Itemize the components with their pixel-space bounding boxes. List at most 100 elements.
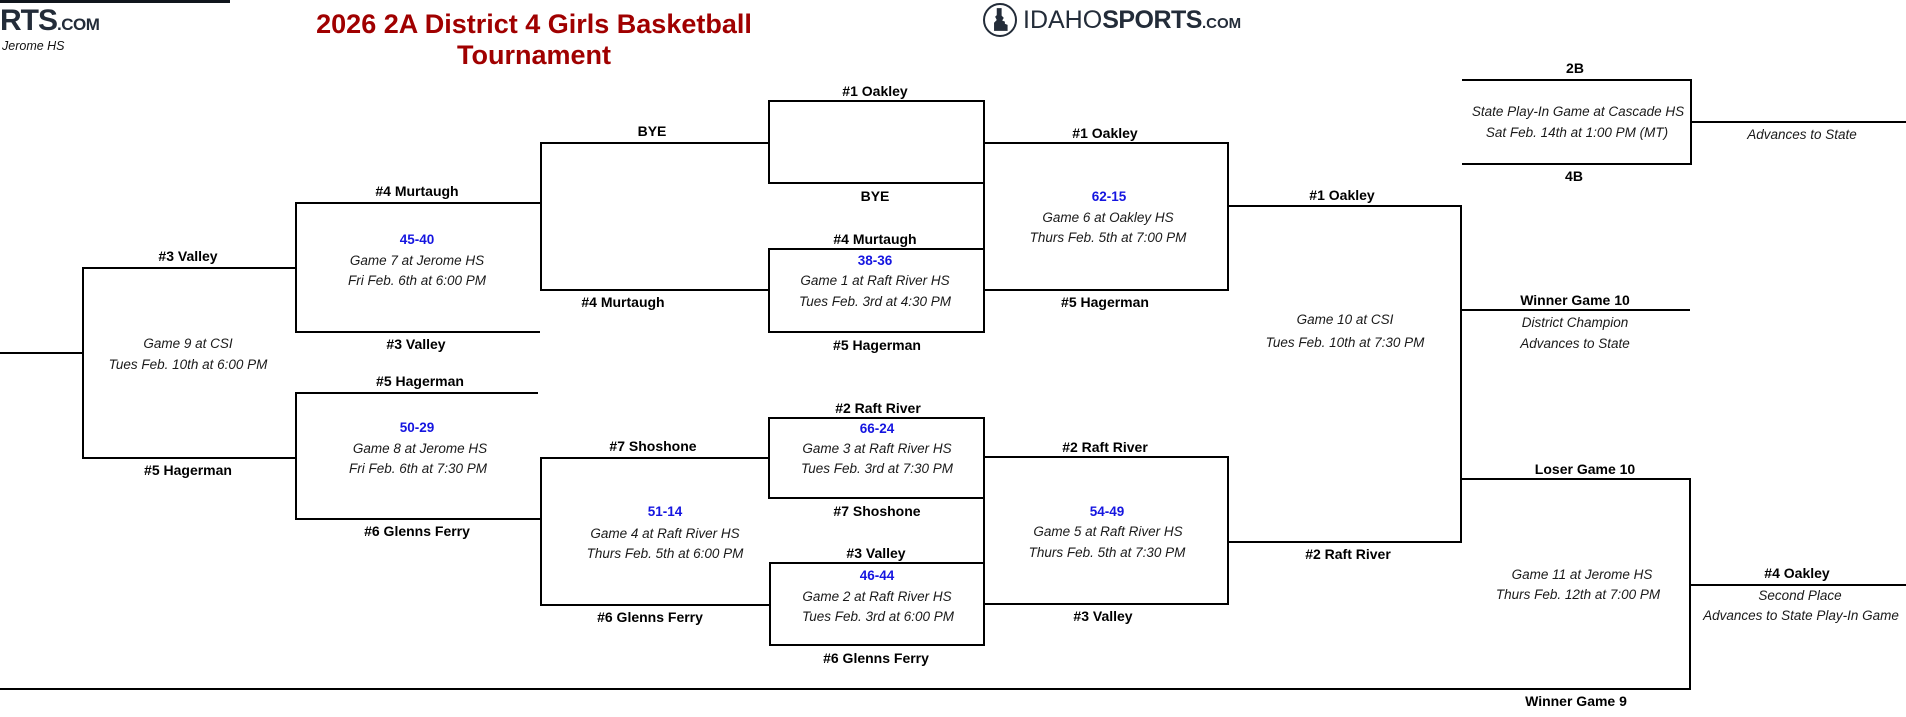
idaho-state-icon (983, 3, 1017, 37)
game7-bottom-team: #3 Valley (386, 336, 446, 352)
game6-bottom-team: #5 Hagerman (1061, 294, 1149, 310)
game1-venue: Game 1 at Raft River HS (800, 273, 950, 288)
advances-to-state-label: Advances to State (1520, 336, 1630, 351)
game5-box (983, 456, 1229, 605)
game9-venue: Game 9 at CSI (143, 336, 233, 351)
playin-advance-label: Advances to State (1747, 127, 1857, 142)
game1-box (768, 248, 985, 333)
game5-venue: Game 5 at Raft River HS (1033, 524, 1183, 539)
game3-datetime: Tues Feb. 3rd at 7:30 PM (800, 461, 954, 476)
game9-top-line (82, 267, 295, 269)
game1-datetime: Tues Feb. 3rd at 4:30 PM (798, 294, 952, 309)
game4-top-line (540, 457, 768, 459)
game7-top-line (295, 202, 540, 204)
game11-venue: Game 11 at Jerome HS (1511, 567, 1653, 582)
game7-datetime: Fri Feb. 6th at 6:00 PM (347, 273, 487, 288)
playin-datetime: Sat Feb. 14th at 1:00 PM (MT) (1485, 125, 1669, 140)
game9-join-line (82, 267, 84, 459)
bye-feeder-join-line (540, 142, 542, 291)
idahosports-logo-com: .COM (1201, 14, 1242, 32)
game8-top-line (295, 392, 538, 394)
game3-box (768, 417, 985, 499)
winner-game9-label: Winner Game 9 (1525, 693, 1627, 709)
game10-venue: Game 10 at CSI (1296, 312, 1394, 327)
game10-datetime: Tues Feb. 10th at 7:30 PM (1265, 335, 1425, 350)
game4-venue: Game 4 at Raft River HS (590, 526, 740, 541)
cropped-sports-logo-com: .COM (57, 15, 100, 34)
murtaugh-drop-label: #4 Murtaugh (581, 294, 665, 310)
page-title: 2026 2A District 4 Girls Basketball Tour… (316, 9, 752, 70)
game9-bottom-line (82, 457, 295, 459)
winner-game10-label: Winner Game 10 (1520, 292, 1630, 308)
game9-bottom-team: #5 Hagerman (144, 462, 232, 478)
bye-drop-label: BYE (637, 123, 667, 139)
game9-winner-line (0, 352, 82, 354)
playin-bottom-label: 4B (1565, 168, 1583, 184)
playin-top-label: 2B (1566, 60, 1584, 76)
cropped-sports-logo: RTS .COM (0, 4, 100, 38)
game8-top-team: #5 Hagerman (376, 373, 464, 389)
game5-winner-line (1227, 541, 1462, 543)
game2-box (769, 562, 985, 646)
game2-datetime: Tues Feb. 3rd at 6:00 PM (801, 609, 955, 624)
game4-score: 51-14 (647, 504, 683, 519)
game8-join-line (295, 392, 297, 520)
game4-bottom-line (540, 604, 769, 606)
game10-loser-line (1460, 478, 1691, 480)
second-place-label: Second Place (1758, 588, 1842, 603)
game8-bottom-team: #6 Glenns Ferry (364, 523, 470, 539)
game1-bottom-team: #5 Hagerman (833, 337, 921, 353)
game11-winner-line (1689, 584, 1906, 586)
game10-winner-line (1460, 309, 1690, 311)
game7-venue: Game 7 at Jerome HS (349, 253, 485, 268)
playin-top-line (1462, 79, 1692, 81)
bye-matchup-bottom-team: BYE (860, 188, 890, 204)
cropped-top-bar (0, 0, 230, 3)
game6-winner-label: #1 Oakley (1309, 187, 1375, 203)
idahosports-logo-sports: SPORTS (1102, 5, 1202, 34)
cropped-sports-logo-text: RTS (0, 4, 58, 37)
game6-datetime: Thurs Feb. 5th at 7:00 PM (1029, 230, 1187, 245)
game4-bottom-team: #6 Glenns Ferry (597, 609, 703, 625)
murtaugh-drop-line (540, 289, 768, 291)
game6-score: 62-15 (1091, 189, 1127, 204)
bye-drop-line (540, 142, 768, 144)
loser-game10-label: Loser Game 10 (1534, 461, 1636, 477)
game10-join-line (1460, 205, 1462, 543)
game4-datetime: Thurs Feb. 5th at 6:00 PM (586, 546, 744, 561)
game8-datetime: Fri Feb. 6th at 7:30 PM (348, 461, 488, 476)
bye-matchup-box (768, 100, 985, 184)
winner-game9-line (0, 688, 1691, 690)
game11-datetime: Thurs Feb. 12th at 7:00 PM (1495, 587, 1661, 602)
game5-bottom-team: #3 Valley (1073, 608, 1133, 624)
game9-datetime: Tues Feb. 10th at 6:00 PM (108, 357, 268, 372)
game2-top-team: #3 Valley (846, 545, 906, 561)
advances-playin-label: Advances to State Play-In Game (1703, 608, 1899, 623)
game1-top-team: #4 Murtaugh (833, 231, 917, 247)
bye-matchup-top-team: #1 Oakley (842, 83, 908, 99)
idahosports-logo: IDAHO SPORTS .COM (983, 3, 1241, 37)
idahosports-logo-idaho: IDAHO (1023, 5, 1103, 34)
game5-winner-label: #2 Raft River (1305, 546, 1391, 562)
game3-bottom-team: #7 Shoshone (833, 503, 921, 519)
game2-venue: Game 2 at Raft River HS (802, 589, 952, 604)
game5-datetime: Thurs Feb. 5th at 7:30 PM (1028, 545, 1186, 560)
game9-top-team: #3 Valley (158, 248, 218, 264)
game1-score: 38-36 (857, 253, 893, 268)
game6-box (983, 142, 1229, 291)
cropped-logo-caption: Jerome HS (2, 39, 65, 53)
game5-top-team: #2 Raft River (1062, 439, 1148, 455)
game4-join-line (540, 457, 542, 606)
game7-score: 45-40 (399, 232, 435, 247)
game8-venue: Game 8 at Jerome HS (352, 441, 488, 456)
game2-bottom-team: #6 Glenns Ferry (823, 650, 929, 666)
game5-score: 54-49 (1089, 504, 1125, 519)
game7-join-line (295, 202, 297, 333)
game3-top-team: #2 Raft River (835, 400, 921, 416)
playin-venue: State Play-In Game at Cascade HS (1471, 104, 1685, 119)
game4-top-team: #7 Shoshone (609, 438, 697, 454)
game3-venue: Game 3 at Raft River HS (802, 441, 952, 456)
game8-bottom-line (295, 518, 540, 520)
district-champion-label: District Champion (1521, 315, 1629, 330)
playin-bottom-line (1462, 163, 1692, 165)
